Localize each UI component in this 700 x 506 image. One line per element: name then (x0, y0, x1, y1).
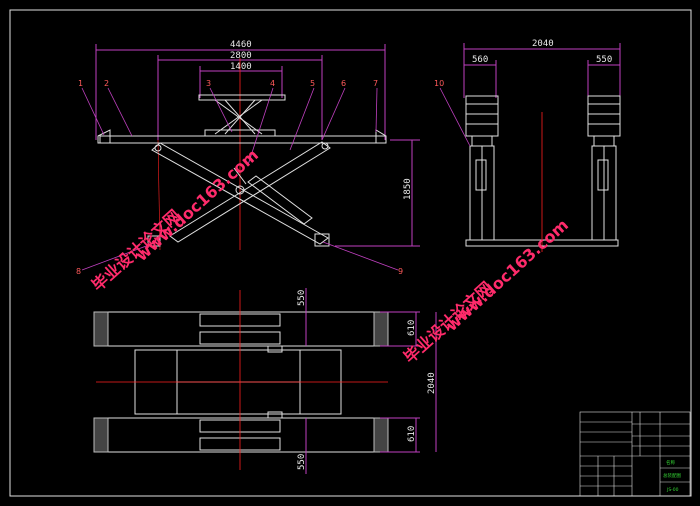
watermark-url-2: www.doc163.com (442, 215, 572, 335)
front-cylinder (247, 175, 313, 225)
side-dimensions (463, 43, 621, 98)
part-label-9: 9 (398, 267, 403, 276)
part-label-6: 6 (341, 79, 346, 88)
title-block-stamp-top: 名称 (666, 459, 675, 466)
part-label-10: 10 (434, 79, 444, 88)
dim-plan-total: 2040 (427, 372, 437, 394)
title-block-stamp-main: 总装配图 (663, 472, 681, 479)
dim-side-overall: 2040 (532, 39, 554, 49)
side-left-head (465, 95, 499, 137)
front-dimensions (95, 44, 420, 247)
dim-front-height: 1850 (403, 178, 413, 200)
dim-front-top: 1400 (230, 62, 252, 72)
part-label-5: 5 (310, 79, 315, 88)
dim-plan-top-gap: 550 (297, 290, 307, 306)
scissor-arm-b (169, 141, 331, 243)
front-leaders (81, 87, 399, 271)
part-label-8: 8 (76, 267, 81, 276)
front-platform (99, 135, 387, 144)
dim-plan-bottom-width: 610 (407, 426, 417, 442)
watermark-url-1: www.doc163.com (132, 145, 262, 265)
side-base (465, 239, 619, 247)
plan-dimensions (305, 288, 437, 474)
plan-centerlines (96, 290, 388, 470)
dim-side-right: 550 (596, 55, 612, 65)
dim-plan-top-width: 610 (407, 320, 417, 336)
part-label-2: 2 (104, 79, 109, 88)
dim-plan-bottom-gap: 550 (297, 454, 307, 470)
title-block (579, 411, 691, 497)
aux-table (198, 94, 286, 101)
part-label-1: 1 (78, 79, 83, 88)
plan-runway-bottom (107, 417, 375, 453)
dim-front-overall: 4460 (230, 40, 252, 50)
front-view (95, 44, 420, 251)
dim-side-left: 560 (472, 55, 488, 65)
part-label-3: 3 (206, 79, 211, 88)
title-block-code: JS-00 (666, 487, 679, 493)
side-view (463, 43, 621, 252)
dim-front-mid: 2800 (230, 51, 252, 61)
sheet-frame (9, 9, 692, 497)
part-label-4: 4 (270, 79, 275, 88)
side-right-head (587, 95, 621, 137)
part-label-7: 7 (373, 79, 378, 88)
plan-runway-top (107, 311, 375, 347)
